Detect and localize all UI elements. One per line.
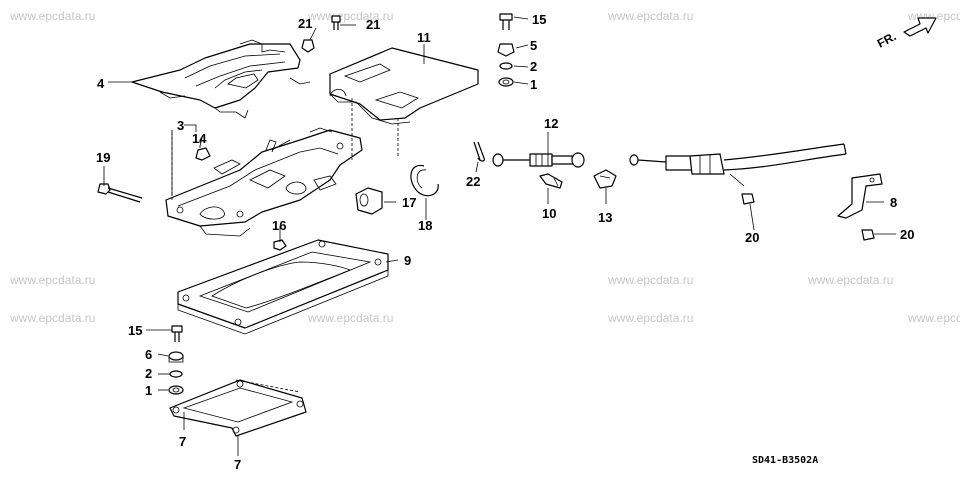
callout-21: 21 — [298, 16, 312, 31]
part-8-bracket — [837, 173, 883, 219]
leader-lines — [103, 16, 896, 456]
arrow-icon — [903, 17, 937, 37]
front-direction-arrow: FR. — [875, 17, 937, 51]
part-13-clip — [593, 169, 617, 189]
part-10-bolt — [539, 173, 563, 189]
callout-8: 8 — [890, 195, 897, 210]
callout-20: 20 — [900, 227, 914, 242]
right-fastener-stack — [497, 13, 515, 87]
watermark: www.epcdata.ru — [607, 273, 693, 287]
callout-21: 21 — [366, 17, 380, 32]
watermark: www.epcdata.ru — [607, 311, 693, 325]
callout-7: 7 — [234, 457, 241, 472]
callout-4: 4 — [97, 76, 105, 91]
callout-9: 9 — [404, 253, 411, 268]
callout-15: 15 — [128, 323, 142, 338]
callout-2: 2 — [530, 59, 537, 74]
watermark: www.epcdata.ru — [307, 9, 393, 23]
part-7-lower-plate — [169, 379, 307, 437]
part-9-base-frame — [177, 239, 389, 335]
callout-labels: 4 21 21 11 15 5 2 1 3 14 19 16 17 18 9 2… — [96, 12, 914, 472]
callout-19: 19 — [96, 150, 110, 165]
callout-20: 20 — [745, 230, 759, 245]
callout-17: 17 — [402, 195, 416, 210]
callout-13: 13 — [598, 210, 612, 225]
part-14-clip — [195, 137, 211, 161]
callout-1: 1 — [145, 383, 152, 398]
watermark: www.epcdata.ru — [9, 311, 95, 325]
callout-3: 3 — [177, 118, 184, 133]
part-20-bolts — [741, 193, 875, 241]
part-12-cable-end — [492, 152, 585, 168]
callout-5: 5 — [530, 38, 537, 53]
part-22-pin — [473, 141, 485, 162]
left-fastener-stack — [168, 325, 184, 395]
part-19-bolt — [97, 183, 143, 203]
direction-label: FR. — [875, 29, 899, 50]
watermark: www.epcdata.ru — [9, 9, 95, 23]
diagram-code: SD41-B3502A — [752, 455, 818, 466]
part-17-collar — [355, 187, 383, 215]
callout-16: 16 — [272, 218, 286, 233]
callout-15: 15 — [532, 12, 546, 27]
callout-10: 10 — [542, 206, 556, 221]
callout-7: 7 — [179, 434, 186, 449]
part-4-bracket — [131, 39, 311, 119]
callout-14: 14 — [192, 131, 207, 146]
shift-cable — [629, 143, 847, 187]
watermark: www.epcdata.ru — [907, 311, 960, 325]
watermark: www.epcdata.ru — [9, 273, 95, 287]
watermark: www.epcdata.ru — [607, 9, 693, 23]
callout-11: 11 — [417, 30, 431, 45]
part-16-nut — [273, 239, 287, 251]
callout-1: 1 — [530, 77, 537, 92]
callout-2: 2 — [145, 366, 152, 381]
watermark-layer: www.epcdata.ru www.epcdata.ru www.epcdat… — [9, 9, 960, 325]
callout-22: 22 — [466, 174, 480, 189]
part-3-shifter-base — [165, 127, 363, 237]
watermark: www.epcdata.ru — [807, 273, 893, 287]
part-21-fasteners — [301, 15, 341, 53]
callout-6: 6 — [145, 347, 152, 362]
part-18-ring-clip — [410, 164, 439, 197]
callout-18: 18 — [418, 218, 432, 233]
callout-12: 12 — [544, 116, 558, 131]
part-11-cover-plate — [329, 47, 479, 125]
watermark: www.epcdata.ru — [307, 311, 393, 325]
